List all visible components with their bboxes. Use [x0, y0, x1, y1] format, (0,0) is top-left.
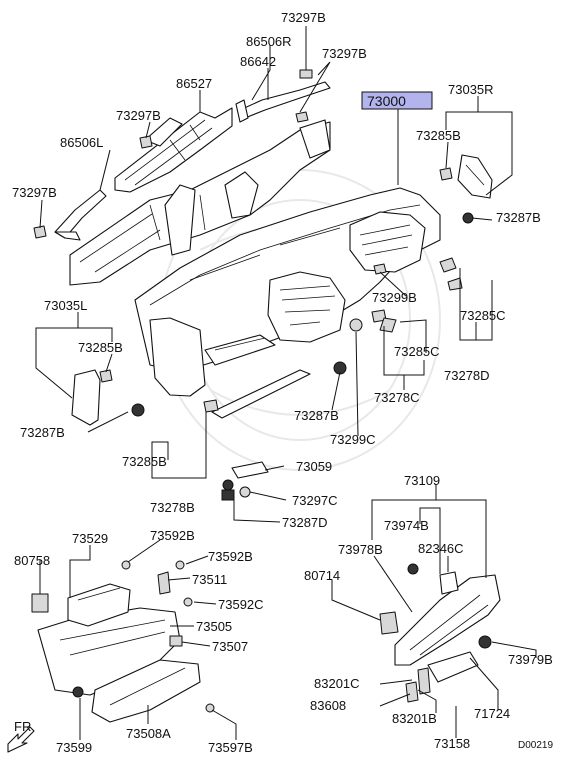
label-73035l: 73035L	[44, 298, 87, 313]
label-73297b-mid: 73297B	[116, 108, 161, 123]
label-73529: 73529	[72, 531, 108, 546]
label-73287d: 73287D	[282, 515, 328, 530]
label-80714: 80714	[304, 568, 340, 583]
label-73299b: 73299B	[372, 290, 417, 305]
label-73979b: 73979B	[508, 652, 553, 667]
air-duct-86527	[114, 107, 233, 193]
instrument-panel-73000	[134, 187, 441, 397]
label-73299c: 73299C	[330, 432, 376, 447]
label-73297b-right: 73297B	[322, 46, 367, 61]
label-73592b-2: 73592B	[208, 549, 253, 564]
label-73974b: 73974B	[384, 518, 429, 533]
side-cover-73035r	[457, 154, 493, 199]
part-labels: 73297B 86506R 73297B 86642 86527 73297B …	[12, 10, 553, 755]
label-73297c: 73297C	[292, 493, 338, 508]
label-83201b: 83201B	[392, 711, 437, 726]
label-73278d: 73278D	[444, 368, 490, 383]
label-73287b-r: 73287B	[496, 210, 541, 225]
label-73511: 73511	[192, 572, 227, 587]
label-73592b-1: 73592B	[150, 528, 195, 543]
label-86506l: 86506L	[60, 135, 103, 150]
label-71724: 71724	[474, 706, 510, 721]
label-73285b-l: 73285B	[78, 340, 123, 355]
side-duct-86506r	[235, 81, 331, 123]
label-73507: 73507	[212, 639, 248, 654]
label-73285b-r: 73285B	[416, 128, 461, 143]
label-83608: 83608	[310, 698, 346, 713]
label-73109: 73109	[404, 473, 440, 488]
label-73035r: 73035R	[448, 82, 494, 97]
label-73285c-r: 73285C	[460, 308, 506, 323]
leader-lines	[35, 26, 537, 740]
fr-direction-label: FR	[14, 719, 31, 734]
highlight-box-73000	[361, 91, 433, 110]
label-73978b: 73978B	[338, 542, 383, 557]
label-73297b-left: 73297B	[12, 185, 57, 200]
label-73287b-l: 73287B	[20, 425, 65, 440]
bracket-strip-73278b	[203, 369, 311, 419]
label-80758: 80758	[14, 553, 50, 568]
diagram-code: D00219	[518, 740, 553, 751]
label-73287b-c: 73287B	[294, 408, 339, 423]
label-73508a: 73508A	[126, 726, 171, 741]
bracket-73059	[221, 461, 269, 501]
label-73285b-b: 73285B	[122, 454, 167, 469]
label-86527: 86527	[176, 76, 212, 91]
fr-arrow-icon	[7, 726, 35, 753]
label-73158: 73158	[434, 736, 470, 751]
label-83201c: 83201C	[314, 676, 360, 691]
label-73597b: 73597B	[208, 740, 253, 755]
label-73599: 73599	[56, 740, 92, 755]
label-86642: 86642	[240, 54, 276, 69]
label-73592c: 73592C	[218, 597, 264, 612]
fasteners	[33, 69, 474, 417]
side-duct-86506l	[54, 189, 107, 241]
label-73278b: 73278B	[150, 500, 195, 515]
center-duct-86642	[69, 119, 331, 286]
label-82346c: 82346C	[418, 541, 464, 556]
label-73285c-c: 73285C	[394, 344, 440, 359]
side-cover-73035l	[71, 369, 101, 426]
label-73278c: 73278C	[374, 390, 420, 405]
label-73505: 73505	[196, 619, 232, 634]
glove-box-frame-73109	[379, 563, 501, 703]
label-73059: 73059	[296, 459, 332, 474]
glove-box-73505	[31, 560, 215, 723]
label-73000: 73000	[367, 93, 406, 109]
label-86506r: 86506R	[246, 34, 292, 49]
label-73297b-top: 73297B	[281, 10, 326, 25]
